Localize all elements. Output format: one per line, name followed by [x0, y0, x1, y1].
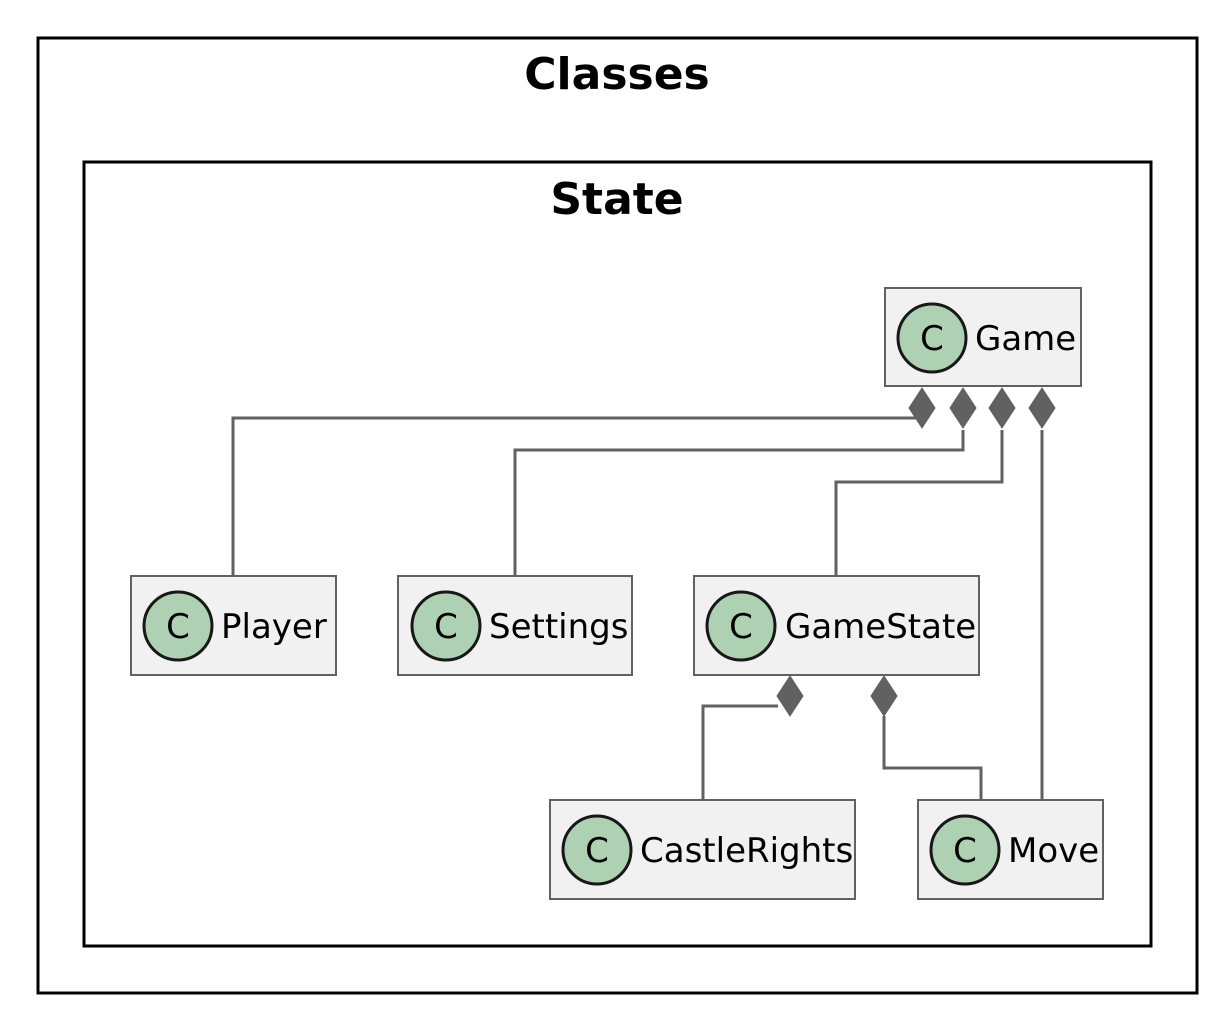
diamond-gamestate-move — [870, 675, 898, 717]
class-settings[interactable]: C Settings — [397, 575, 633, 676]
class-castlerights[interactable]: C CastleRights — [549, 799, 856, 900]
diamond-game-settings — [949, 387, 977, 429]
class-name-settings: Settings — [489, 607, 628, 647]
edge-gamestate-move — [882, 716, 983, 800]
edge-game-gamestate — [834, 430, 1004, 576]
class-gamestate[interactable]: C GameState — [693, 575, 980, 676]
edge-gamestate-castlerights — [701, 704, 778, 800]
class-stereotype-letter: C — [729, 607, 753, 647]
class-stereotype-letter: C — [920, 319, 944, 359]
edge-game-player — [231, 416, 922, 576]
edge-game-settings — [513, 430, 965, 576]
class-stereotype-icon — [929, 814, 1001, 886]
class-stereotype-icon — [561, 814, 633, 886]
class-stereotype-icon — [705, 590, 777, 662]
diamond-game-move — [1028, 387, 1056, 429]
class-name-move: Move — [1008, 831, 1099, 871]
class-game[interactable]: C Game — [884, 287, 1082, 387]
class-name-gamestate: GameState — [785, 607, 976, 647]
diamond-game-player — [908, 387, 936, 429]
class-name-castlerights: CastleRights — [640, 831, 853, 871]
class-name-game: Game — [975, 319, 1076, 359]
package-title-state: State — [550, 174, 683, 225]
class-player[interactable]: C Player — [130, 575, 337, 676]
class-stereotype-letter: C — [434, 607, 458, 647]
edges — [231, 416, 1044, 800]
diamond-gamestate-castlerights — [776, 675, 804, 717]
class-name-player: Player — [221, 607, 327, 647]
class-stereotype-letter: C — [585, 831, 609, 871]
class-stereotype-icon — [896, 302, 968, 374]
class-stereotype-letter: C — [166, 607, 190, 647]
diamond-game-gamestate — [988, 387, 1016, 429]
package-title-classes: Classes — [524, 49, 709, 100]
class-stereotype-letter: C — [953, 831, 977, 871]
class-stereotype-icon — [410, 590, 482, 662]
class-move[interactable]: C Move — [917, 799, 1104, 900]
composition-diamonds — [776, 387, 1056, 717]
class-stereotype-icon — [142, 590, 214, 662]
